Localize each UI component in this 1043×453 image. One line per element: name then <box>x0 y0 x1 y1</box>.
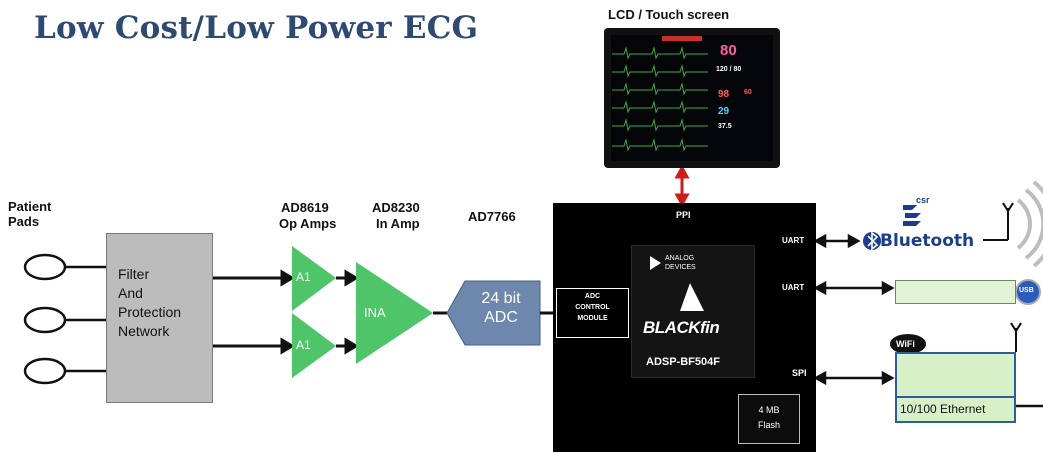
wifi-label: WiFi <box>896 339 915 349</box>
ppi-arrow <box>674 164 690 208</box>
analog-devices-label: ANALOG DEVICES <box>665 255 696 271</box>
opamp-part-label: AD8619 <box>281 200 329 215</box>
opamp-a1-bottom <box>292 313 336 378</box>
screen-heart-rate: 80 <box>720 42 737 59</box>
inamp-part-label: AD8230 <box>372 200 420 215</box>
wifi-icon <box>890 334 926 354</box>
patient-pads <box>23 253 67 385</box>
uart-1-label: UART <box>782 236 805 245</box>
flash-memory <box>738 394 800 444</box>
ethernet-module: 10/100 Ethernet <box>895 396 1016 423</box>
filter-protection-network <box>106 233 213 403</box>
opamp-desc-label: Op Amps <box>279 216 337 231</box>
pad-3 <box>23 357 67 385</box>
csr-label: csr <box>916 195 930 205</box>
blackfin-logo: BLACKfin <box>643 318 720 337</box>
opamp-a1-bottom-label: A1 <box>296 338 311 352</box>
bluetooth-label: Bluetooth <box>880 231 975 251</box>
adc-control-module-label: ADC CONTROL MODULE <box>575 293 610 322</box>
screen-temperature: 37.5 <box>718 123 732 130</box>
adc-part-label: AD7766 <box>468 209 516 224</box>
adc-block-label: 24 bit ADC <box>481 290 521 326</box>
bluetooth-icon <box>863 231 881 251</box>
ecg-monitor-screen <box>611 35 773 161</box>
usb-label: USB <box>1019 287 1034 294</box>
processor-part-label: ADSP-BF504F <box>646 356 720 368</box>
screen-respiration: 29 <box>718 106 730 117</box>
patient-pads-label: Patient Pads <box>8 199 52 229</box>
uart-2-label: UART <box>782 283 805 292</box>
screen-spo2: 98 <box>718 89 730 100</box>
pad-2 <box>23 306 67 334</box>
screen-blood-pressure: 120 / 80 <box>716 66 742 73</box>
usb-controller <box>895 280 1016 304</box>
usb-icon <box>1015 279 1041 305</box>
flash-label: 4 MB Flash <box>757 405 780 430</box>
opamp-a1-top-label: A1 <box>296 270 311 284</box>
pad-1 <box>23 253 67 281</box>
wireless-waves-icon <box>1016 180 1043 268</box>
inamp-desc-label: In Amp <box>376 216 420 231</box>
ppi-label: PPI <box>676 210 691 220</box>
diagram-title: Low Cost/Low Power ECG <box>34 10 479 46</box>
ecg-waveforms <box>612 36 708 152</box>
inamp-ina-label: INA <box>364 305 386 320</box>
blackfin-fin-icon <box>680 283 704 311</box>
csr-logo-icon <box>903 205 921 226</box>
screen-secondary-value: 60 <box>744 89 752 96</box>
opamp-a1-top <box>292 246 336 311</box>
analog-devices-logo-icon <box>650 256 661 270</box>
lcd-label: LCD / Touch screen <box>608 7 730 22</box>
adc-control-module <box>556 288 629 338</box>
inamp-ina <box>356 262 433 364</box>
antenna-icon <box>983 202 1022 352</box>
wifi-module <box>895 352 1016 396</box>
spi-label: SPI <box>792 368 807 378</box>
filter-label: Filter And Protection Network <box>118 266 182 339</box>
